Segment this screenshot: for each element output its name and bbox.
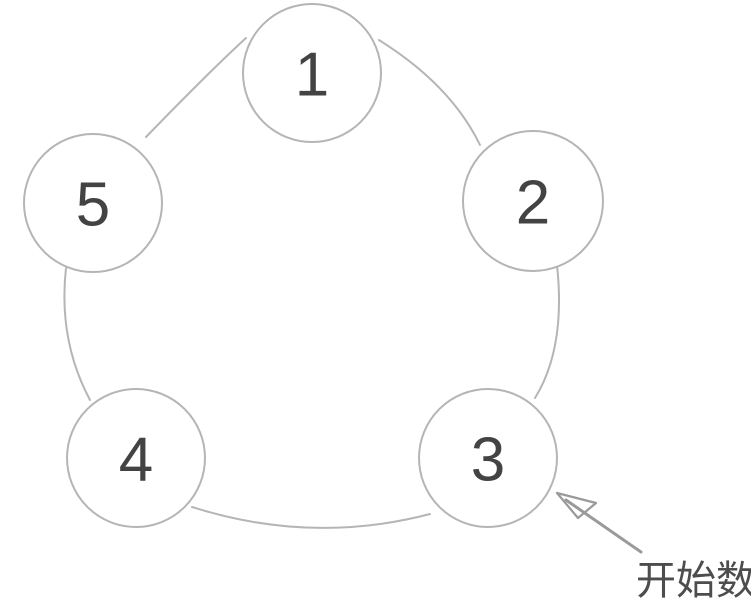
node-circle-3[interactable]: [418, 388, 558, 528]
arrow-head-icon: [555, 491, 598, 520]
start-annotation-label: 开始数: [636, 558, 751, 603]
edge-2-to-3: [534, 264, 560, 399]
node-label-4: 4: [119, 426, 153, 495]
node-label-group: 1 2 3 4 5: [76, 41, 550, 495]
edge-1-to-2: [378, 39, 481, 146]
node-label-1: 1: [295, 41, 329, 110]
node-circle-1[interactable]: [242, 3, 382, 143]
node-label-5: 5: [76, 171, 110, 240]
edge-4-to-5: [63, 267, 91, 401]
node-label-3: 3: [471, 426, 505, 495]
node-circle-4[interactable]: [66, 388, 206, 528]
node-circle-5[interactable]: [23, 133, 163, 273]
edge-3-to-4: [191, 506, 431, 529]
edge-5-to-1: [145, 37, 247, 138]
edge-group: [63, 37, 560, 529]
start-pointer-arrow: [555, 491, 643, 554]
arrow-shaft-line: [564, 498, 643, 554]
node-circle-2[interactable]: [462, 130, 604, 272]
node-group: [23, 3, 604, 528]
node-label-2: 2: [516, 169, 550, 238]
